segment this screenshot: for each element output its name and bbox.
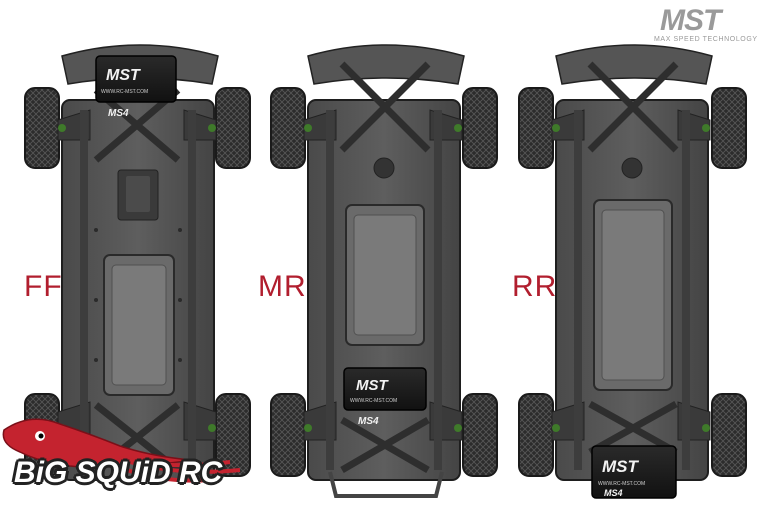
tire-front-right	[215, 87, 251, 169]
brand-logo-text: MST	[660, 4, 721, 37]
layout-label-rr: RR	[512, 270, 558, 303]
motor-brand-text: MST	[356, 377, 390, 394]
motor-rr: MST WWW.RC-MST.COM MS4	[591, 445, 677, 499]
chassis-mr: MST WWW.RC-MST.COM MS4	[270, 44, 498, 498]
motor-url-text: WWW.RC-MST.COM	[101, 89, 148, 95]
bigsquidrc-watermark: BiG SQUiD RC	[0, 416, 260, 513]
motor-url-text: WWW.RC-MST.COM	[598, 481, 645, 487]
chassis-ff: MST WWW.RC-MST.COM MS4	[24, 44, 251, 481]
motor-mr: MST WWW.RC-MST.COM MS4	[343, 367, 427, 427]
motor-brand-text: MST	[602, 457, 640, 476]
motor-ff: MST WWW.RC-MST.COM MS4	[95, 55, 177, 119]
layout-label-ff: FF	[24, 270, 63, 303]
motor-model-text: MS4	[108, 108, 129, 119]
brand-tagline: MAX SPEED TECHNOLOGY	[654, 36, 758, 43]
watermark-text: BiG SQUiD RC	[14, 456, 223, 489]
chassis-rr: MST WWW.RC-MST.COM MS4	[518, 44, 747, 499]
mst-brand-logo: MST MAX SPEED TECHNOLOGY	[654, 4, 762, 48]
squid-mascot-icon	[2, 418, 241, 483]
motor-model-text: MS4	[358, 416, 379, 427]
motor-url-text: WWW.RC-MST.COM	[350, 398, 397, 404]
motor-brand-text: MST	[106, 67, 141, 84]
tire-front-left	[24, 87, 60, 169]
layout-label-mr: MR	[258, 270, 307, 303]
motor-model-text: MS4	[604, 488, 623, 498]
